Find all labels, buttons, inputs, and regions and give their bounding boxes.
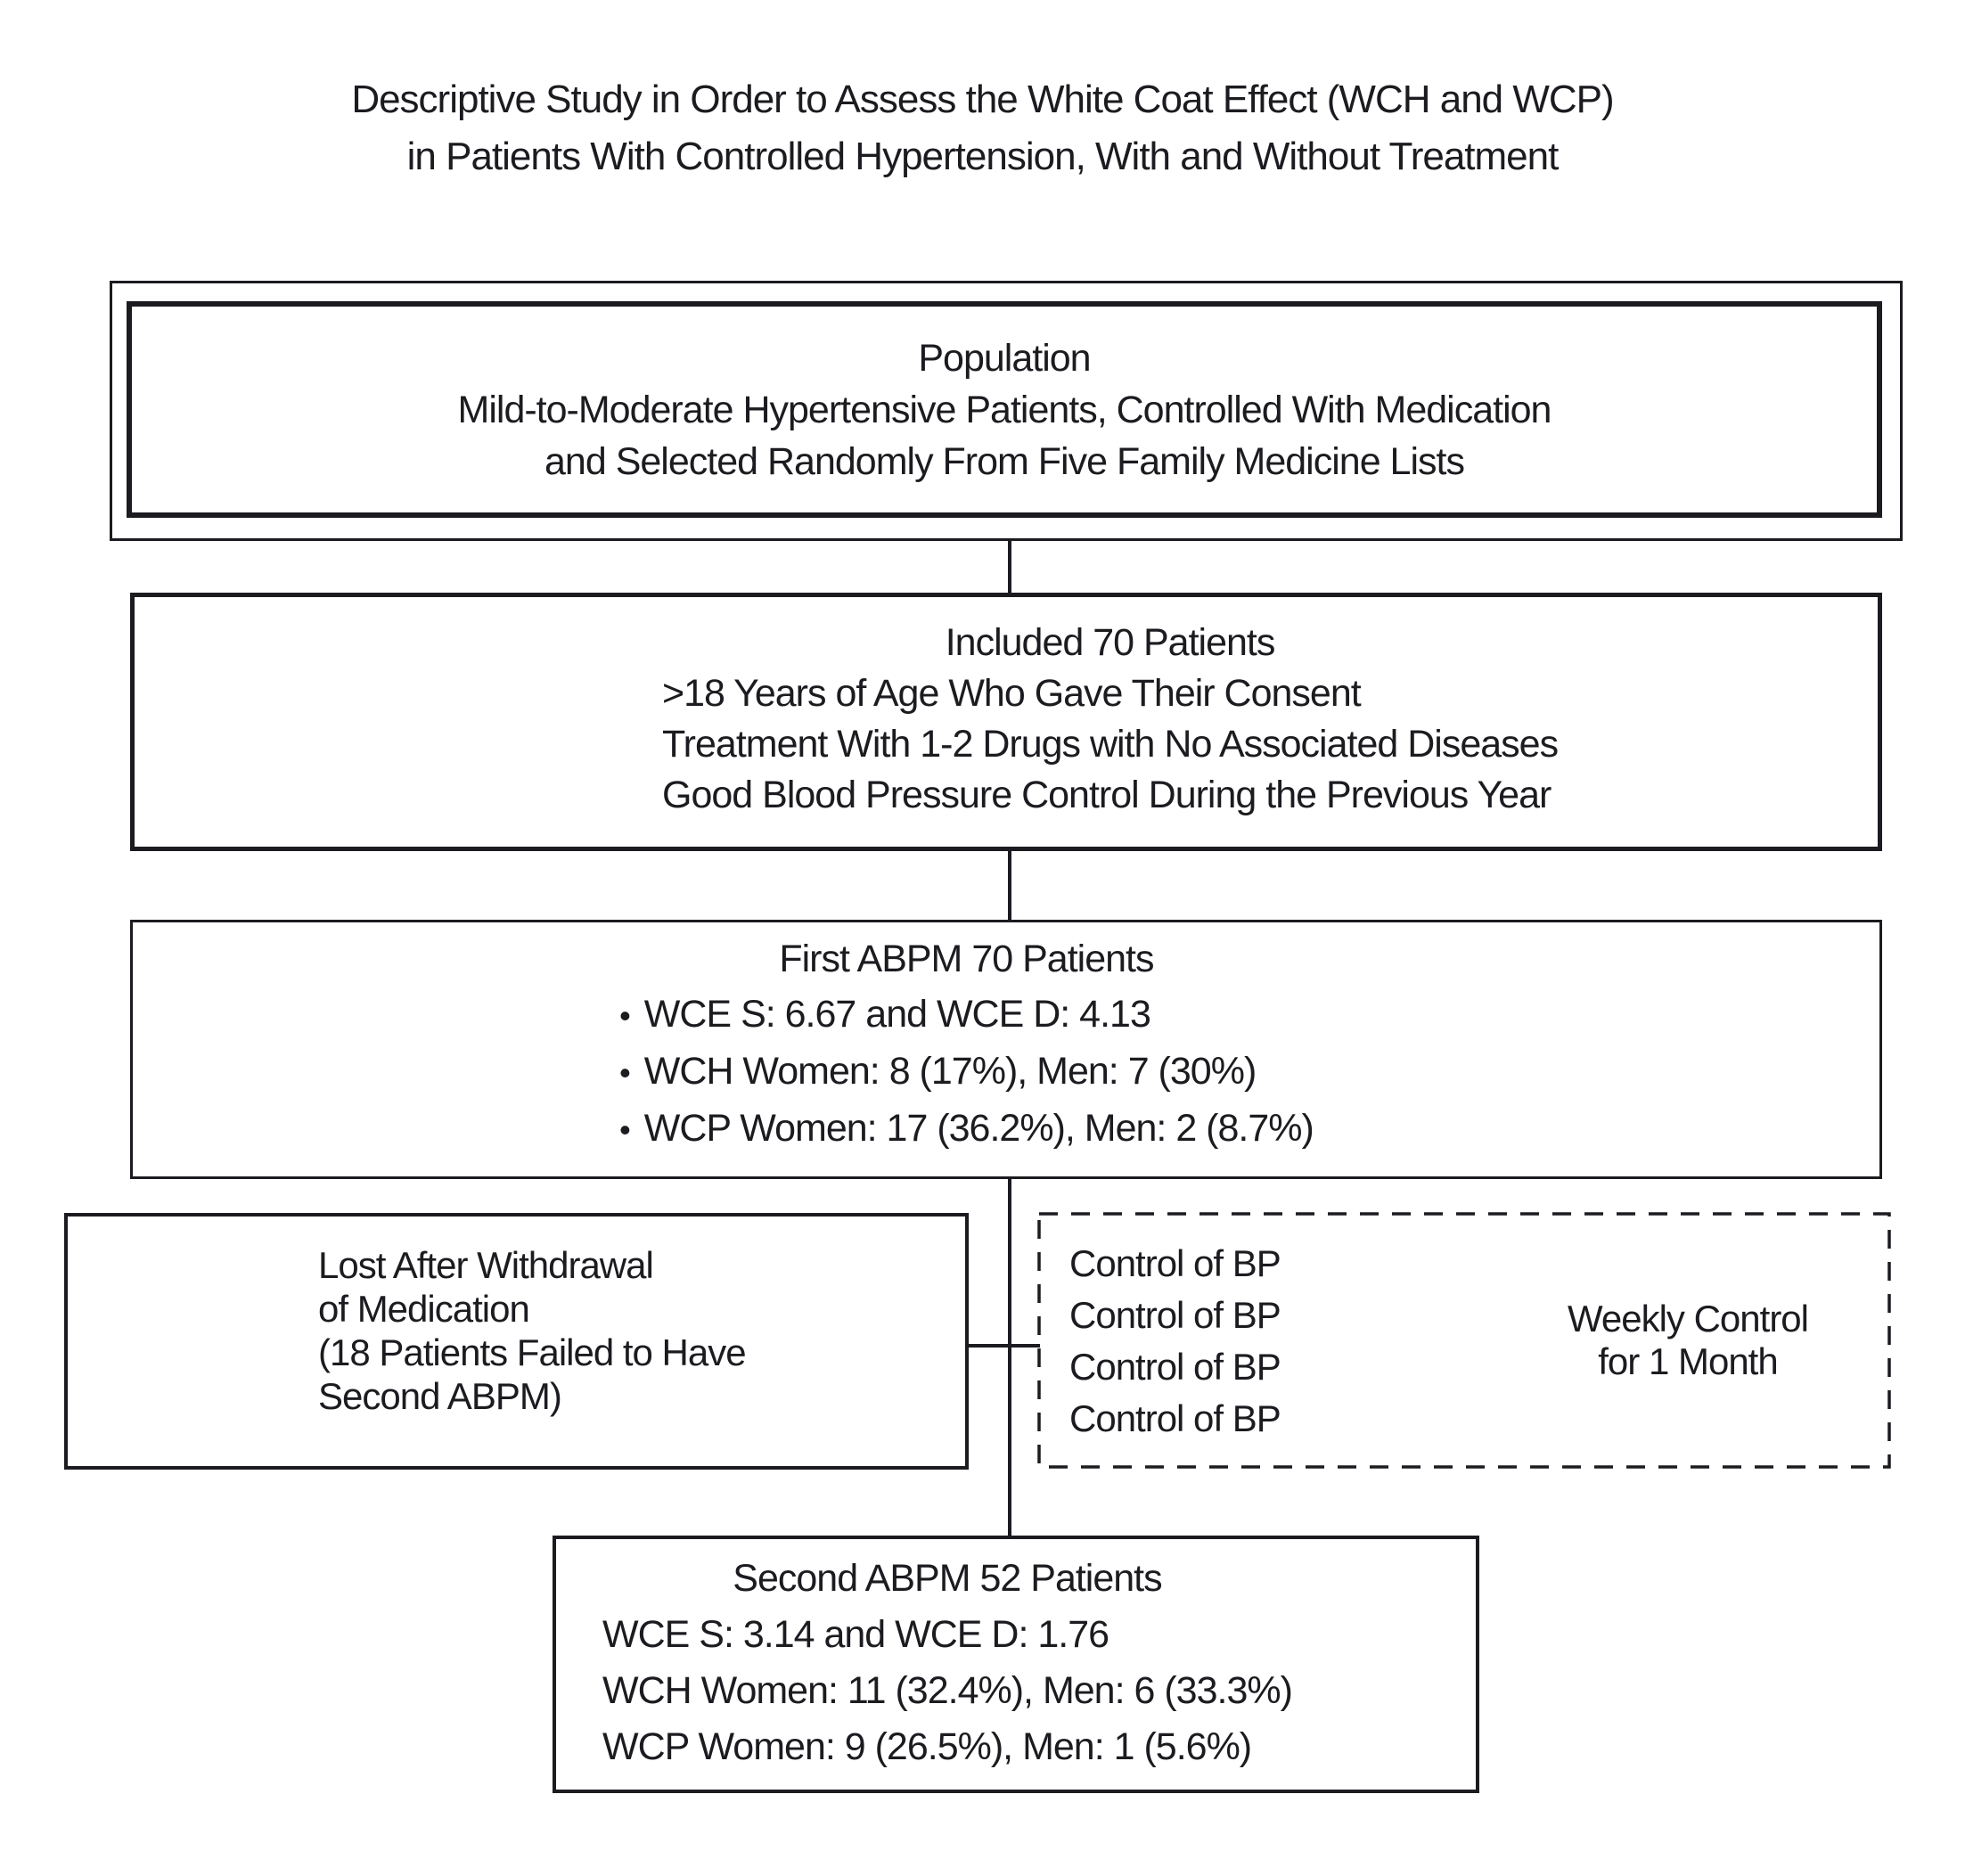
first-abpm-result-text: WCP Women: 17 (36.2%), Men: 2 (8.7%) <box>643 1107 1314 1150</box>
dashed-border <box>1037 1212 1891 1469</box>
included-criterion: Good Blood Pressure Control During the P… <box>662 774 1552 816</box>
control-of-bp-line: Control of BP <box>1069 1346 1281 1388</box>
bullet-icon: • <box>619 1111 631 1148</box>
first-abpm-result: • WCE S: 6.67 and WCE D: 4.13 <box>619 987 1314 1044</box>
control-of-bp-line: Control of BP <box>1069 1294 1281 1336</box>
lost-line: of Medication <box>318 1288 530 1330</box>
weekly-control-box: Control of BP Control of BP Control of B… <box>1037 1212 1891 1469</box>
lost-after-withdrawal-box: Lost After Withdrawal of Medication (18 … <box>64 1213 969 1470</box>
diagram-title-line1: Descriptive Study in Order to Assess the… <box>351 78 1614 121</box>
first-abpm-result: • WCP Women: 17 (36.2%), Men: 2 (8.7%) <box>619 1101 1314 1158</box>
connector-included-to-first-abpm <box>1008 851 1011 920</box>
connector-population-to-included <box>1008 541 1011 593</box>
control-of-bp-line: Control of BP <box>1069 1397 1281 1439</box>
diagram-title-line2: in Patients With Controlled Hypertension… <box>406 135 1560 178</box>
population-line: and Selected Randomly From Five Family M… <box>544 439 1465 483</box>
weekly-control-label-line1: Weekly Control <box>1568 1298 1809 1339</box>
lost-line: Second ABPM) <box>318 1375 562 1417</box>
weekly-control-label-line2: for 1 Month <box>1598 1340 1778 1382</box>
lost-line: Lost After Withdrawal <box>318 1244 654 1286</box>
second-abpm-result: WCH Women: 11 (32.4%), Men: 6 (33.3%) <box>602 1669 1293 1712</box>
second-abpm-box: Second ABPM 52 Patients WCE S: 3.14 and … <box>553 1536 1479 1793</box>
first-abpm-result-text: WCE S: 6.67 and WCE D: 4.13 <box>643 993 1151 1036</box>
control-of-bp-line: Control of BP <box>1069 1242 1281 1284</box>
included-heading: Included 70 Patients <box>945 621 1276 664</box>
first-abpm-result: • WCH Women: 8 (17%), Men: 7 (30%) <box>619 1044 1314 1101</box>
control-of-bp-list: Control of BP Control of BP Control of B… <box>1069 1238 1281 1445</box>
second-abpm-result: WCE S: 3.14 and WCE D: 1.76 <box>602 1613 1109 1656</box>
connector-lost-to-weekly-control <box>969 1344 1040 1348</box>
diagram-title: Descriptive Study in Order to Assess the… <box>0 71 1965 185</box>
population-line: Mild-to-Moderate Hypertensive Patients, … <box>457 388 1552 431</box>
bullet-icon: • <box>619 1054 631 1091</box>
first-abpm-box: First ABPM 70 Patients • WCE S: 6.67 and… <box>130 920 1882 1179</box>
included-patients-box: Included 70 Patients >18 Years of Age Wh… <box>130 593 1882 851</box>
population-heading: Population <box>918 336 1091 380</box>
lost-line: (18 Patients Failed to Have <box>318 1331 747 1373</box>
weekly-control-label: Weekly Control for 1 Month <box>1474 1298 1902 1383</box>
second-abpm-heading: Second ABPM 52 Patients <box>733 1557 1162 1600</box>
first-abpm-result-text: WCH Women: 8 (17%), Men: 7 (30%) <box>643 1050 1257 1093</box>
population-box: Population Mild-to-Moderate Hypertensive… <box>127 301 1882 518</box>
second-abpm-result: WCP Women: 9 (26.5%), Men: 1 (5.6%) <box>602 1725 1252 1768</box>
bullet-icon: • <box>619 997 631 1034</box>
included-criterion: >18 Years of Age Who Gave Their Consent <box>662 672 1362 715</box>
connector-first-to-second-abpm <box>1008 1179 1011 1536</box>
first-abpm-heading: First ABPM 70 Patients <box>779 938 1154 980</box>
included-criterion: Treatment With 1-2 Drugs with No Associa… <box>662 723 1559 766</box>
